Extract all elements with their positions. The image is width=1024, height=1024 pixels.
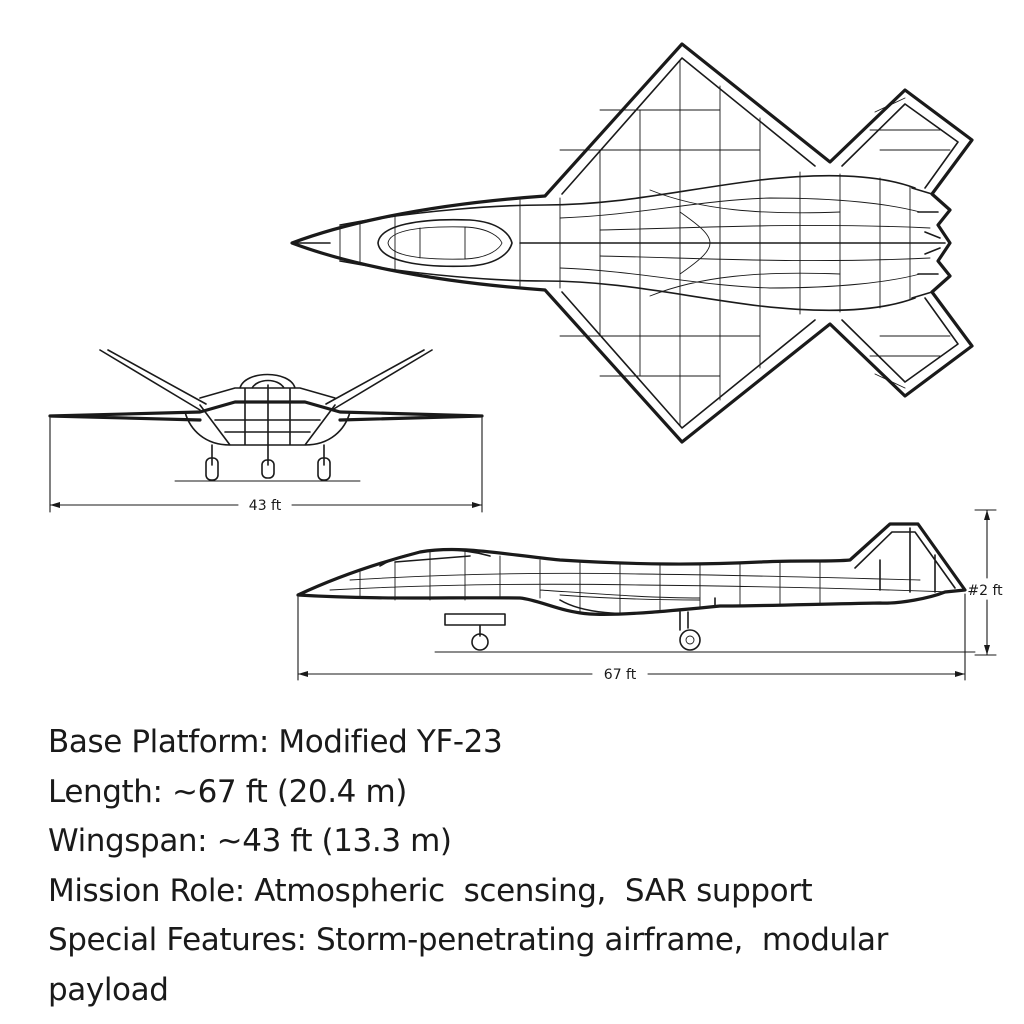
top-view-canopy xyxy=(377,218,513,268)
spec-mission-role: Mission Role: Atmospheric scensing, SAR … xyxy=(48,872,813,909)
spec-special-features-cont: payload xyxy=(48,971,169,1008)
side-view-canopy xyxy=(379,549,491,567)
height-dimension: #2 ft xyxy=(967,509,1003,656)
height-label: #2 ft xyxy=(967,583,1003,599)
top-view xyxy=(290,42,974,444)
side-view-outline xyxy=(296,522,967,616)
spec-base-platform: Base Platform: Modified YF-23 xyxy=(48,724,503,760)
height-arrow-top xyxy=(984,510,990,520)
front-view-wheel-center xyxy=(261,459,275,479)
length-label: 67 ft xyxy=(604,667,637,683)
front-view-tails xyxy=(99,349,433,411)
top-view-wing-inner xyxy=(561,57,816,429)
wingspan-dimension: 43 ft xyxy=(49,417,483,514)
top-view-tail-inner xyxy=(841,103,959,383)
top-view-panel-lines xyxy=(339,59,951,427)
side-view-main-wheel xyxy=(679,629,701,651)
height-arrow-bottom xyxy=(984,645,990,655)
side-view xyxy=(296,522,976,653)
top-view-nacelles xyxy=(559,189,931,297)
top-view-canopy-inner xyxy=(387,226,503,260)
side-view-gear xyxy=(444,611,689,637)
front-view-wheel-left xyxy=(205,457,219,481)
wingspan-arrow-left xyxy=(50,502,60,508)
wingspan-arrow-right xyxy=(472,502,482,508)
front-view-wheel-right xyxy=(317,457,331,481)
spec-length: Length: ~67 ft (20.4 m) xyxy=(48,773,407,810)
three-view-drawing: 43 ft 67 ft #2 ft xyxy=(48,42,1003,683)
wingspan-label: 43 ft xyxy=(249,498,282,514)
top-view-exhaust xyxy=(911,187,941,299)
spec-special-features: Special Features: Storm-penetrating airf… xyxy=(48,922,888,958)
spec-wingspan: Wingspan: ~43 ft (13.3 m) xyxy=(48,823,452,859)
front-view xyxy=(48,349,484,482)
side-view-main-hub xyxy=(685,635,695,645)
side-view-intake xyxy=(559,597,716,615)
spec-list: Base Platform: Modified YF-23 Length: ~6… xyxy=(48,718,988,1015)
front-view-wings xyxy=(48,400,484,422)
length-arrow-right xyxy=(955,671,965,677)
length-dimension: 67 ft xyxy=(297,593,966,683)
length-arrow-left xyxy=(298,671,308,677)
top-view-fuselage xyxy=(339,174,916,312)
side-view-panel-lines xyxy=(329,549,951,616)
side-view-tail-inner xyxy=(854,527,956,593)
front-view-gear xyxy=(211,444,325,466)
side-view-nose-wheel xyxy=(471,633,489,651)
